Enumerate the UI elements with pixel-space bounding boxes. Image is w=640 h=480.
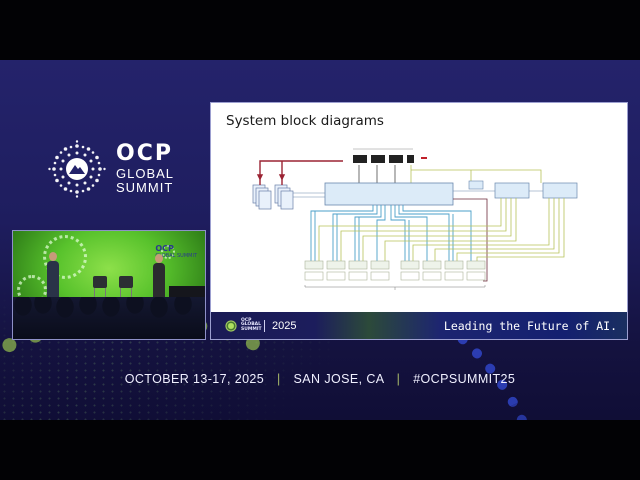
audience-silhouettes xyxy=(13,297,205,339)
system-block-diagram xyxy=(252,148,578,290)
presentation-slide: System block diagrams xyxy=(210,102,628,340)
stage-chair xyxy=(119,276,133,306)
ocp-global-summit-logo: OCP GLOBAL SUMMIT xyxy=(48,140,174,198)
slide-title: System block diagrams xyxy=(226,113,384,129)
conference-stream-frame: OCP GLOBAL SUMMIT OCP GLOBAL SUMMIT Syst… xyxy=(0,60,640,420)
switch-block-2 xyxy=(542,182,578,199)
logo-line-global: GLOBAL xyxy=(116,166,175,181)
drive-row-top xyxy=(304,260,486,270)
event-dates: OCTOBER 13-17, 2025 xyxy=(124,372,265,386)
stage-logo-ring xyxy=(161,245,175,259)
event-location: SAN JOSE, CA xyxy=(293,372,384,386)
footer-divider xyxy=(264,319,265,332)
drive-row-bottom xyxy=(304,271,486,281)
slide-footer-banner: OCP GLOBAL SUMMIT 2025 Leading the Futur… xyxy=(211,312,627,339)
speaker-video-feed: OCP GLOBAL SUMMIT xyxy=(12,230,206,340)
stage-chair xyxy=(93,276,107,306)
event-separator: | xyxy=(396,372,401,386)
switch-block-1 xyxy=(494,182,530,199)
event-hashtag: #OCPSUMMIT25 xyxy=(413,372,516,386)
footer-logo-text: OCP GLOBAL SUMMIT xyxy=(241,317,262,332)
event-info-bar: OCTOBER 13-17, 2025 | SAN JOSE, CA | #OC… xyxy=(0,372,640,386)
event-separator: | xyxy=(277,372,281,386)
stage-logo-ring xyxy=(43,235,87,279)
left-module-stack xyxy=(252,184,294,210)
slide-footer-logo: OCP GLOBAL SUMMIT 2025 xyxy=(225,317,297,333)
stage-ocp-logo: OCP GLOBAL SUMMIT xyxy=(155,244,197,260)
logo-line-summit: SUMMIT xyxy=(116,180,174,195)
fpga-block xyxy=(324,182,454,206)
logo-wordmark: OCP xyxy=(116,141,173,166)
letterbox-bottom xyxy=(0,420,640,480)
ocp-mini-logo-icon xyxy=(225,319,237,332)
letterbox-top xyxy=(0,0,640,60)
ocp-starburst-mountain-icon xyxy=(48,140,106,198)
footer-year: 2025 xyxy=(272,319,297,332)
footer-tagline: Leading the Future of AI. xyxy=(443,318,617,333)
